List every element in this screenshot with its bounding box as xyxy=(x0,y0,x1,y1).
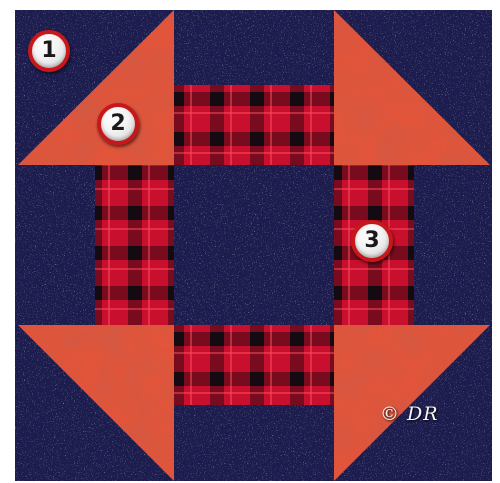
signature: © DR xyxy=(380,403,439,425)
marker-label-2: 2 xyxy=(110,113,125,135)
marker-1: 1 xyxy=(28,30,70,72)
plaid-rail-left xyxy=(95,165,174,325)
marker-3: 3 xyxy=(351,220,393,262)
marker-2: 2 xyxy=(97,103,139,145)
plaid-rail-bottom xyxy=(174,325,334,405)
marker-label-1: 1 xyxy=(41,40,56,62)
plaid-rail-top xyxy=(174,85,334,165)
marker-label-3: 3 xyxy=(364,230,379,252)
